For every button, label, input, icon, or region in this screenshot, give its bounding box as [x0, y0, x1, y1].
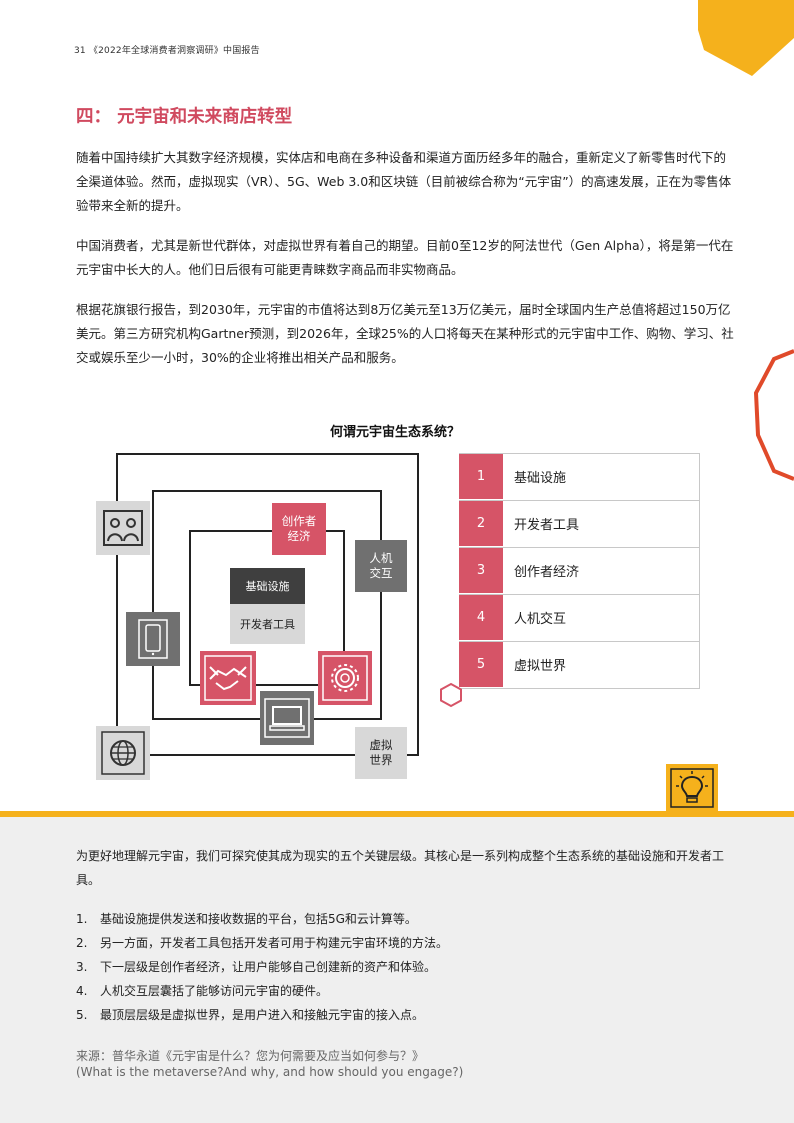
list-item: 2. 另一方面，开发者工具包括开发者可用于构建元宇宙环境的方法。 — [76, 931, 736, 955]
legend-number: 3 — [459, 548, 503, 593]
paragraph-3: 根据花旗银行报告，到2030年，元宇宙的市值将达到8万亿美元至13万亿美元，届时… — [76, 302, 734, 365]
list-text: 最顶层层级是虚拟世界，是用户进入和接触元宇宙的接入点。 — [100, 1008, 425, 1022]
yellow-divider — [0, 811, 794, 817]
legend-number: 2 — [459, 501, 503, 546]
legend-label: 开发者工具 — [514, 518, 580, 533]
legend-row: 1 基础设施 — [459, 454, 700, 501]
legend-row: 4 人机交互 — [459, 595, 700, 642]
list-item: 3. 下一层级是创作者经济，让用户能够自己创建新的资产和体验。 — [76, 955, 736, 979]
legend-row: 5 虚拟世界 — [459, 642, 700, 689]
legend-number: 4 — [459, 595, 503, 640]
list-text: 另一方面，开发者工具包括开发者可用于构建元宇宙环境的方法。 — [100, 936, 449, 950]
laptop-icon — [260, 691, 314, 745]
people-icon — [96, 501, 150, 555]
source-cn: 来源：普华永道《元宇宙是什么？您为何需要及应当如何参与？》 — [76, 1049, 425, 1063]
list-number: 5. — [76, 1008, 88, 1022]
paragraph-2: 中国消费者，尤其是新世代群体，对虚拟世界有着自己的期望。目前0至12岁的阿法世代… — [76, 238, 734, 277]
legend-label: 虚拟世界 — [514, 659, 567, 674]
legend-row: 3 创作者经济 — [459, 548, 700, 595]
legend-number: 5 — [459, 642, 503, 687]
list-number: 2. — [76, 936, 88, 950]
lightbulb-icon — [666, 764, 718, 812]
list-item: 4. 人机交互层囊括了能够访问元宇宙的硬件。 — [76, 979, 736, 1003]
legend-label: 基础设施 — [514, 471, 567, 486]
list-number: 1. — [76, 912, 88, 926]
small-hexagon-icon — [440, 682, 462, 708]
list-item: 1. 基础设施提供发送和接收数据的平台，包括5G和云计算等。 — [76, 907, 736, 931]
paragraph-1: 随着中国持续扩大其数字经济规模，实体店和电商在多种设备和渠道方面历经多年的融合，… — [76, 150, 732, 213]
list-item: 5. 最顶层层级是虚拟世界，是用户进入和接触元宇宙的接入点。 — [76, 1003, 736, 1027]
legend-label: 人机交互 — [514, 612, 567, 627]
right-red-hexagon-outline — [753, 349, 794, 481]
label-creator-economy: 创作者 经济 — [272, 503, 326, 555]
legend — [459, 453, 700, 689]
outer-square — [116, 453, 419, 756]
label-virtual-world: 虚拟 世界 — [355, 727, 407, 779]
summary-panel — [0, 816, 794, 1123]
summary-intro: 为更好地理解元宇宙，我们可探究使其成为现实的五个关键层级。其核心是一系列构成整个… — [76, 849, 725, 887]
smartphone-icon — [126, 612, 180, 666]
section-title: 四： 元宇宙和未来商店转型 — [76, 107, 293, 127]
page-header: 31 《2022年全球消费者洞察调研》中国报告 — [74, 46, 260, 56]
legend-row: 2 开发者工具 — [459, 501, 700, 548]
gear-icon — [318, 651, 372, 705]
list-number: 3. — [76, 960, 88, 974]
list-text: 人机交互层囊括了能够访问元宇宙的硬件。 — [100, 984, 329, 998]
legend-label: 创作者经济 — [514, 565, 580, 580]
third-square — [189, 530, 345, 686]
source-en: (What is the metaverse?And why, and how … — [76, 1065, 464, 1079]
label-infrastructure: 基础设施 — [230, 568, 305, 604]
globe-icon — [96, 726, 150, 780]
label-developer-tools: 开发者工具 — [230, 604, 305, 644]
list-number: 4. — [76, 984, 88, 998]
label-hci: 人机 交互 — [355, 540, 407, 592]
legend-number: 1 — [459, 454, 503, 499]
top-right-yellow-hexagon — [698, 0, 794, 76]
list-text: 基础设施提供发送和接收数据的平台，包括5G和云计算等。 — [100, 912, 417, 926]
handshake-icon — [200, 651, 256, 705]
diagram-title: 何谓元宇宙生态系统？ — [329, 425, 460, 440]
list-text: 下一层级是创作者经济，让用户能够自己创建新的资产和体验。 — [100, 960, 437, 974]
